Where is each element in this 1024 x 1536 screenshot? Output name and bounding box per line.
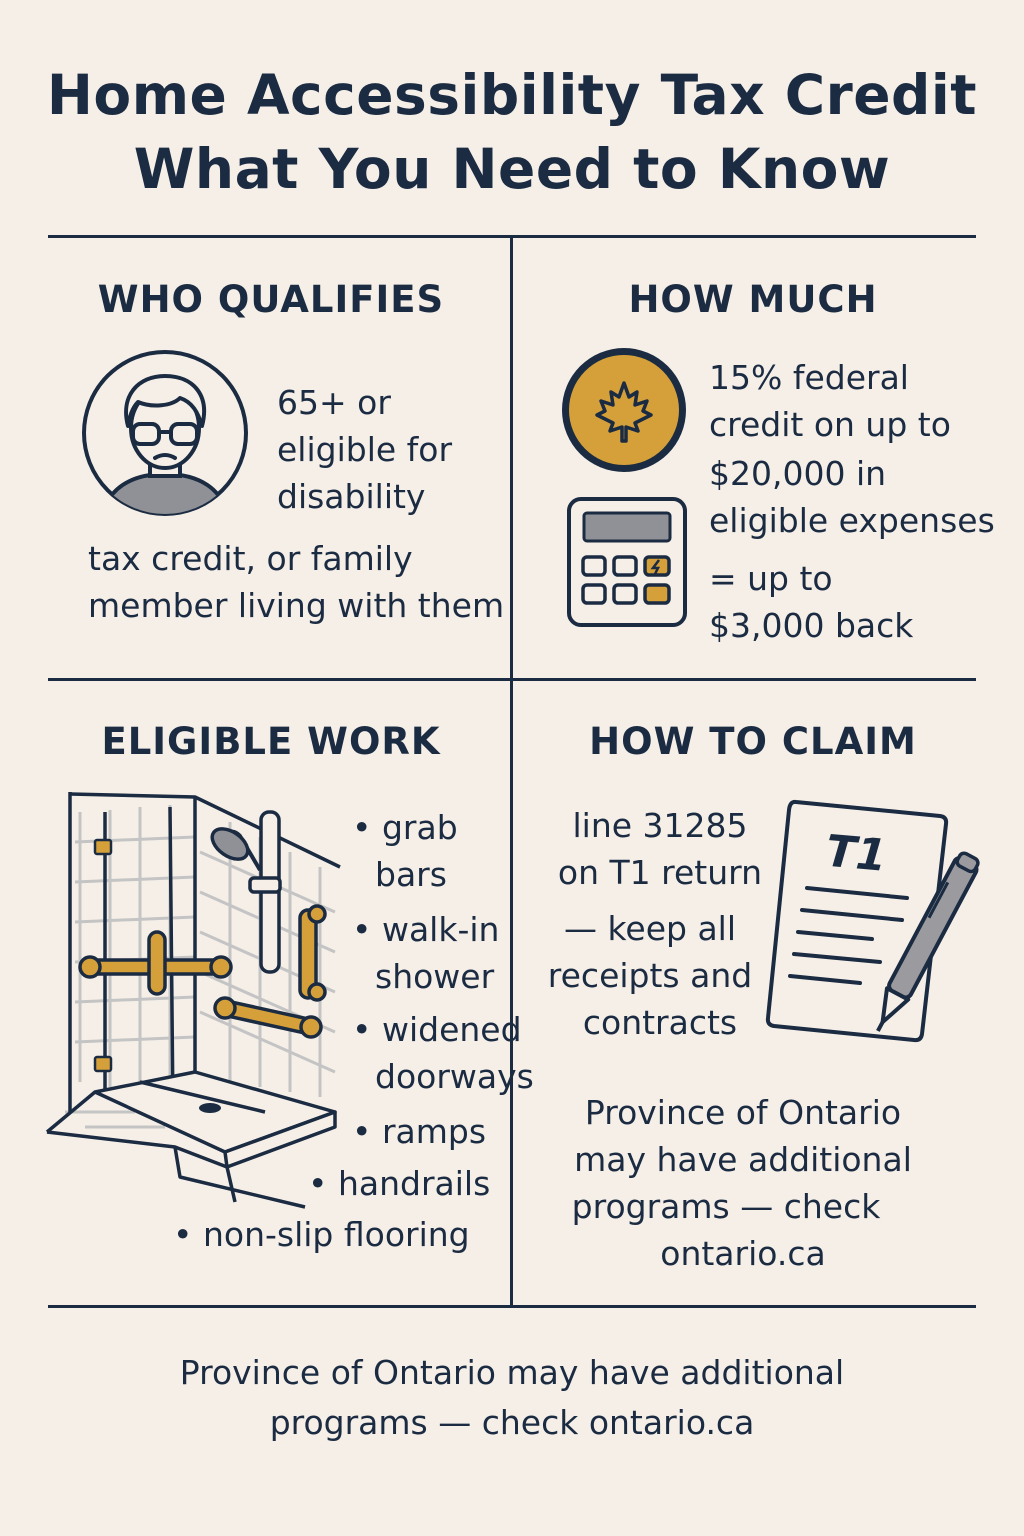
claim-note-line-3: programs — check [571, 1187, 881, 1226]
how-much-line-1: 15% federal [709, 358, 909, 397]
how-much-line-6: $3,000 back [709, 606, 914, 645]
item-text: handrails [337, 1164, 491, 1203]
item-text: non-slip flooring [202, 1215, 470, 1254]
item-text: widened [381, 1010, 522, 1049]
who-qualifies-line-4: tax credit, or family [88, 539, 413, 578]
who-qualifies-line-5: member living with them [88, 586, 505, 625]
list-item-non-slip-flooring: • non-slip flooring [173, 1215, 470, 1254]
footer-line-2: programs — check ontario.ca [269, 1403, 755, 1442]
claim-line-1: line 31285 [572, 806, 748, 845]
list-item-walk-in-shower: • walk-in [352, 910, 500, 949]
accessible-shower-icon [45, 792, 341, 1209]
list-item-walk-in-shower-cont: shower [375, 957, 495, 996]
list-item-widened-doorways: • widened [352, 1010, 522, 1049]
how-much-line-5: = up to [709, 559, 833, 598]
how-to-claim-heading: HOW TO CLAIM [589, 720, 917, 763]
item-text: ramps [381, 1112, 487, 1151]
list-item-handrails: • handrails [308, 1164, 491, 1203]
how-much-heading: HOW MUCH [628, 278, 878, 321]
list-item-grab-bars: • grab [352, 808, 458, 847]
title-line-1: Home Accessibility Tax Credit [46, 63, 978, 127]
claim-note-line-1: Province of Ontario [584, 1093, 902, 1132]
vertical-divider [510, 236, 513, 1307]
page-title: Home Accessibility Tax Credit What You N… [0, 58, 1024, 206]
item-text: grab [381, 808, 458, 847]
footer-line-1: Province of Ontario may have additional [179, 1353, 845, 1392]
calculator-icon [567, 497, 687, 627]
title-line-2: What You Need to Know [133, 137, 891, 201]
claim-line-4: receipts and [547, 956, 753, 995]
who-qualifies-heading: WHO QUALIFIES [97, 278, 445, 321]
list-item-ramps: • ramps [352, 1112, 487, 1151]
maple-leaf-coin-icon [562, 348, 686, 472]
how-much-line-4: eligible expenses [709, 501, 995, 540]
how-much-line-2: credit on up to [709, 405, 951, 444]
footer-note: Province of Ontario may have additional … [0, 1348, 1024, 1448]
who-qualifies-line-3: disability [277, 477, 426, 516]
who-qualifies-line-2: eligible for [277, 430, 453, 469]
claim-note-line-2: may have additional [574, 1140, 912, 1179]
who-qualifies-line-1: 65+ or [277, 383, 391, 422]
t1-form-pen-icon: T1 [765, 799, 980, 1043]
claim-line-3: — keep all [563, 909, 737, 948]
form-label: T1 [824, 826, 889, 882]
claim-line-5: contracts [582, 1003, 738, 1042]
claim-note-line-4: ontario.ca [660, 1234, 826, 1273]
how-much-line-3: $20,000 in [709, 454, 887, 493]
list-item-grab-bars-cont: bars [375, 855, 447, 894]
claim-line-2: on T1 return [557, 853, 763, 892]
eligible-work-heading: ELIGIBLE WORK [101, 720, 441, 763]
senior-person-icon [82, 350, 248, 516]
item-text: walk-in [381, 910, 500, 949]
list-item-widened-doorways-cont: doorways [375, 1057, 534, 1096]
